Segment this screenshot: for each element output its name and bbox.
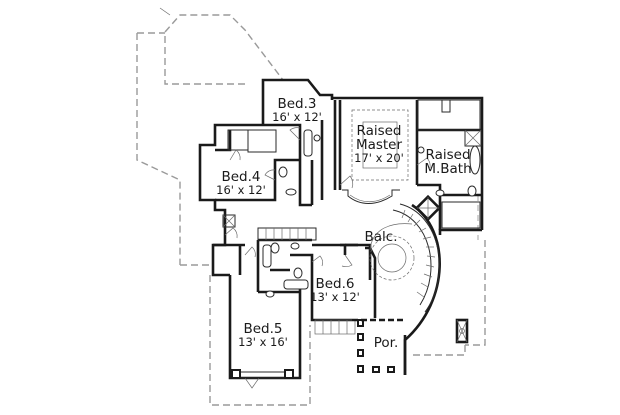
room-name-line2: Master bbox=[355, 137, 403, 154]
room-dimensions: 16' x 12' bbox=[272, 110, 322, 125]
master-tray-ceiling bbox=[351, 109, 409, 181]
porch-steps bbox=[314, 319, 356, 335]
door-swings bbox=[159, 7, 431, 389]
room-name: Por. bbox=[373, 335, 399, 351]
room-label-bed5: Bed.5 13' x 16' bbox=[238, 322, 288, 348]
room-name: Bed.5 bbox=[243, 321, 283, 337]
room-dimensions: 13' x 12' bbox=[310, 290, 360, 305]
foyer-skylight bbox=[414, 194, 442, 222]
porch-columns bbox=[352, 318, 405, 373]
room-dimensions: 13' x 16' bbox=[238, 335, 288, 350]
room-name: Bed.6 bbox=[315, 276, 355, 292]
room-label-bed6: Bed.6 13' x 12' bbox=[310, 277, 360, 303]
room-label-bed3: Bed.3 16' x 12' bbox=[272, 97, 322, 123]
room-name: Bed.4 bbox=[221, 169, 261, 185]
room-name-line1: Raised bbox=[356, 123, 402, 139]
room-label-balcony: Balc. bbox=[365, 230, 398, 244]
ac-unit bbox=[455, 318, 469, 344]
room-label-master: Raised Master 17' x 20' bbox=[354, 123, 404, 166]
room-dimensions: 17' x 20' bbox=[354, 151, 404, 166]
room-label-porch: Por. bbox=[374, 336, 399, 350]
room-name-line2: M.Bath bbox=[424, 161, 472, 178]
bath-fixtures bbox=[222, 99, 482, 298]
bed5-window bbox=[231, 369, 294, 379]
lower-floor-outline bbox=[136, 14, 486, 406]
room-dimensions: 16' x 12' bbox=[216, 183, 266, 198]
room-name: Bed.3 bbox=[277, 96, 317, 112]
room-label-master-bath: Raised M.Bath bbox=[424, 147, 472, 178]
room-name-line1: Raised bbox=[425, 147, 471, 163]
room-label-bed4: Bed.4 16' x 12' bbox=[216, 170, 266, 196]
room-name: Balc. bbox=[364, 229, 398, 245]
straight-staircase bbox=[257, 227, 317, 241]
curved-staircase bbox=[369, 203, 440, 313]
master-bay-window bbox=[342, 189, 400, 204]
